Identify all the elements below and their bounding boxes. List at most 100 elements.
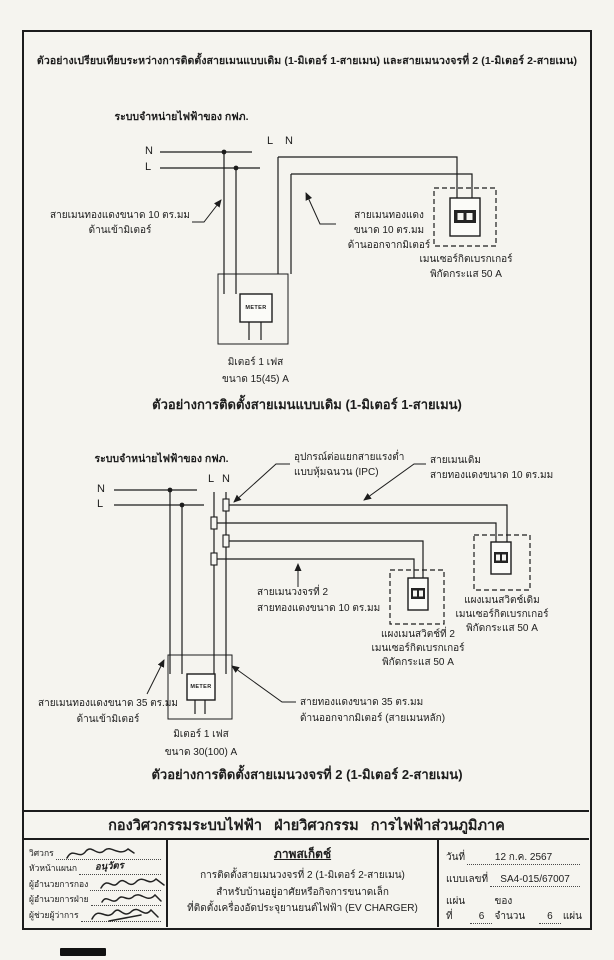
signature-row-department-director: ผู้อำนวยการฝ่าย xyxy=(29,891,162,906)
d2-incoming-wire-line1: สายเมนทองแดงขนาด 35 ตร.มม xyxy=(37,698,178,709)
d1-incoming-wire-line2: ด้านเข้ามิเตอร์ xyxy=(88,225,152,236)
d1-caption: ตัวอย่างการติดตั้งสายเมนแบบเดิม (1-มิเตอ… xyxy=(152,397,462,412)
d1-breaker-label-line2: พิกัดกระแส 50 A xyxy=(430,269,502,280)
signature-block: วิศวกร หัวหน้าแผนก อนุวัตร ผู้อำนวยการกอ… xyxy=(24,840,168,927)
d1-out-l-label: L xyxy=(267,135,274,147)
d2-circuit2-breaker xyxy=(407,577,429,611)
sheet-label-3: แผ่น xyxy=(562,911,582,922)
signature-line xyxy=(80,908,161,922)
signature xyxy=(90,908,159,922)
d2-n-label: N xyxy=(97,483,105,495)
drawing-info: วันที่ 12 ก.ค. 2567 แบบเลขที่ SA4-015/67… xyxy=(439,840,589,927)
d2-out-n-label: N xyxy=(222,473,230,485)
d1-outgoing-wire-line1: สายเมนทองแดง xyxy=(354,210,424,221)
d2-outgoing-wire-label: สายทองแดงขนาด 35 ตร.มม ด้านออกจากมิเตอร์… xyxy=(300,695,445,727)
d1-source-label: ระบบจำหน่ายไฟฟ้าของ กฟภ. xyxy=(114,111,249,123)
d1-n-label: N xyxy=(145,145,153,157)
org-title: กองวิศวกรรมระบบไฟฟ้า ฝ่ายวิศวกรรม การไฟฟ… xyxy=(24,810,589,840)
d1-circuit-breaker xyxy=(449,197,481,237)
d1-incoming-wire-label: สายเมนทองแดงขนาด 10 ตร.มม ด้านเข้ามิเตอร… xyxy=(48,208,192,238)
d1-breaker-label-line1: เมนเซอร์กิตเบรกเกอร์ xyxy=(419,254,513,265)
sketch-description: ภาพสเก็ตช์ การติดตั้งสายเมนวงจรที่ 2 (1-… xyxy=(168,840,439,927)
signature-line xyxy=(90,893,162,906)
d2-source-label: ระบบจำหน่ายไฟฟ้าของ กฟภ. xyxy=(94,453,229,465)
d2-meter-caption: มิเตอร์ 1 เฟส ขนาด 30(100) A xyxy=(139,726,263,762)
sheet-row: แผ่นที่ 6 ของจำนวน 6 แผ่น xyxy=(446,894,582,924)
date-row: วันที่ 12 ก.ค. 2567 xyxy=(446,850,582,865)
d1-meter xyxy=(217,273,289,345)
d2-incoming-wire-line2: ด้านเข้ามิเตอร์ xyxy=(76,714,140,725)
sheet-total: 6 xyxy=(538,911,561,924)
d2-meter-text: METER xyxy=(190,684,212,690)
d1-meter-caption-line1: มิเตอร์ 1 เฟส xyxy=(227,357,284,368)
d2-old-panel-label: แผงเมนสวิตช์เดิม เมนเซอร์กิตเบรกเกอร์ พิ… xyxy=(438,594,566,636)
signature-row-engineer: วิศวกร xyxy=(29,844,161,860)
d1-meter-caption-line2: ขนาด 15(45) A xyxy=(222,374,289,385)
d1-out-n-label: N xyxy=(285,135,293,147)
d2-meter-caption-line2: ขนาด 30(100) A xyxy=(164,747,238,758)
signature xyxy=(100,877,166,889)
drawing-no-label: แบบเลขที่ xyxy=(446,874,489,885)
d1-main-breaker-panel xyxy=(433,187,497,247)
drawing-no-value: SA4-015/67007 xyxy=(490,874,580,887)
role-label: วิศวกร xyxy=(29,847,54,858)
signature-row-section-chief: หัวหน้าแผนก อนุวัตร xyxy=(29,860,161,875)
d2-old-main-label: สายเมนเดิม สายทองแดงขนาด 10 ตร.มม xyxy=(430,453,553,483)
signature xyxy=(100,893,162,903)
d1-incoming-wire-line1: สายเมนทองแดงขนาด 10 ตร.มม xyxy=(49,210,190,221)
drawing-no-row: แบบเลขที่ SA4-015/67007 xyxy=(446,872,582,887)
d1-outgoing-wire-line2: ขนาด 10 ตร.มม xyxy=(353,225,425,236)
signature-row-assistant-governor: ผู้ช่วยผู้ว่าการ xyxy=(29,906,161,922)
wiring-diagram-graphics xyxy=(114,149,531,720)
d2-outgoing-wire-line1: สายทองแดงขนาด 35 ตร.มม xyxy=(300,697,424,708)
d2-caption: ตัวอย่างการติดตั้งสายเมนวงจรที่ 2 (1-มิเ… xyxy=(151,767,463,782)
signature xyxy=(65,847,135,859)
role-label: ผู้อำนวยการกอง xyxy=(29,878,89,889)
d2-out-l-label: L xyxy=(208,473,215,485)
sheet-label-2: ของจำนวน xyxy=(494,896,526,922)
d2-old-circuit-breaker xyxy=(490,541,512,575)
sketch-desc-1: การติดตั้งสายเมนวงจรที่ 2 (1-มิเตอร์ 2-ส… xyxy=(200,870,405,881)
d2-ipc-connector xyxy=(210,516,218,530)
d1-l-label: L xyxy=(145,161,152,173)
signature-line: อนุวัตร xyxy=(78,860,161,875)
d2-ipc-connector xyxy=(210,552,218,566)
d1-meter-text: METER xyxy=(245,305,267,311)
d2-meter-caption-line1: มิเตอร์ 1 เฟส xyxy=(173,729,229,740)
sketch-title: ภาพสเก็ตช์ xyxy=(273,847,332,861)
d2-circuit2-panel xyxy=(389,569,445,625)
sketch-desc-3: ที่ติดตั้งเครื่องอัดประจุยานยนต์ไฟฟ้า (E… xyxy=(187,903,418,914)
drawing-frame: ตัวอย่างเปรียบเทียบระหว่างการติดตั้งสายเ… xyxy=(22,30,592,930)
d2-circuit2-panel-line1: แผงเมนสวิตช์ที่ 2 xyxy=(381,629,455,640)
page-title: ตัวอย่างเปรียบเทียบระหว่างการติดตั้งสายเ… xyxy=(36,55,578,67)
sketch-desc-2: สำหรับบ้านอยู่อาศัยหรือกิจการขนาดเล็ก xyxy=(216,886,389,898)
d2-outgoing-wire-line2: ด้านออกจากมิเตอร์ (สายเมนหลัก) xyxy=(300,713,446,724)
d2-circuit2-wire-label: สายเมนวงจรที่ 2 สายทองแดงขนาด 10 ตร.มม xyxy=(257,585,380,617)
d2-old-main-line1: สายเมนเดิม xyxy=(430,455,481,466)
d2-ipc-label-line2: แบบหุ้มฉนวน (IPC) xyxy=(294,467,379,478)
d2-ipc-label: อุปกรณ์ต่อแยกสายแรงต่ำ แบบหุ้มฉนวน (IPC) xyxy=(294,450,404,480)
d2-circuit2-wire-line1: สายเมนวงจรที่ 2 xyxy=(257,587,329,598)
signature-line xyxy=(55,847,161,860)
d1-outgoing-wire-label: สายเมนทองแดง ขนาด 10 ตร.มม ด้านออกจากมิเ… xyxy=(330,208,448,253)
d2-circuit2-panel-line2: เมนเซอร์กิตเบรกเกอร์ xyxy=(371,643,465,654)
role-label: ผู้ช่วยผู้ว่าการ xyxy=(29,909,79,920)
scan-artifact xyxy=(60,948,106,956)
d2-l-label: L xyxy=(97,498,104,510)
d2-circuit2-panel-label: แผงเมนสวิตช์ที่ 2 เมนเซอร์กิตเบรกเกอร์ พ… xyxy=(354,628,482,670)
date-value: 12 ก.ค. 2567 xyxy=(467,852,580,865)
d2-circuit2-panel-line3: พิกัดกระแส 50 A xyxy=(382,657,454,668)
d1-wires xyxy=(160,149,473,294)
signature-line xyxy=(90,877,166,891)
signature-row-division-director: ผู้อำนวยการกอง xyxy=(29,875,166,891)
role-label: หัวหน้าแผนก xyxy=(29,863,77,873)
d1-pointer-arrows xyxy=(192,192,336,225)
d2-ipc-connector xyxy=(222,498,230,512)
d2-pointer-arrows xyxy=(146,463,426,703)
d2-wires xyxy=(114,487,508,674)
d2-old-panel-line2: เมนเซอร์กิตเบรกเกอร์ xyxy=(455,609,549,620)
d2-old-panel-line3: พิกัดกระแส 50 A xyxy=(466,623,538,634)
d1-outgoing-wire-line3: ด้านออกจากมิเตอร์ xyxy=(347,240,431,251)
d2-meter xyxy=(167,654,233,720)
